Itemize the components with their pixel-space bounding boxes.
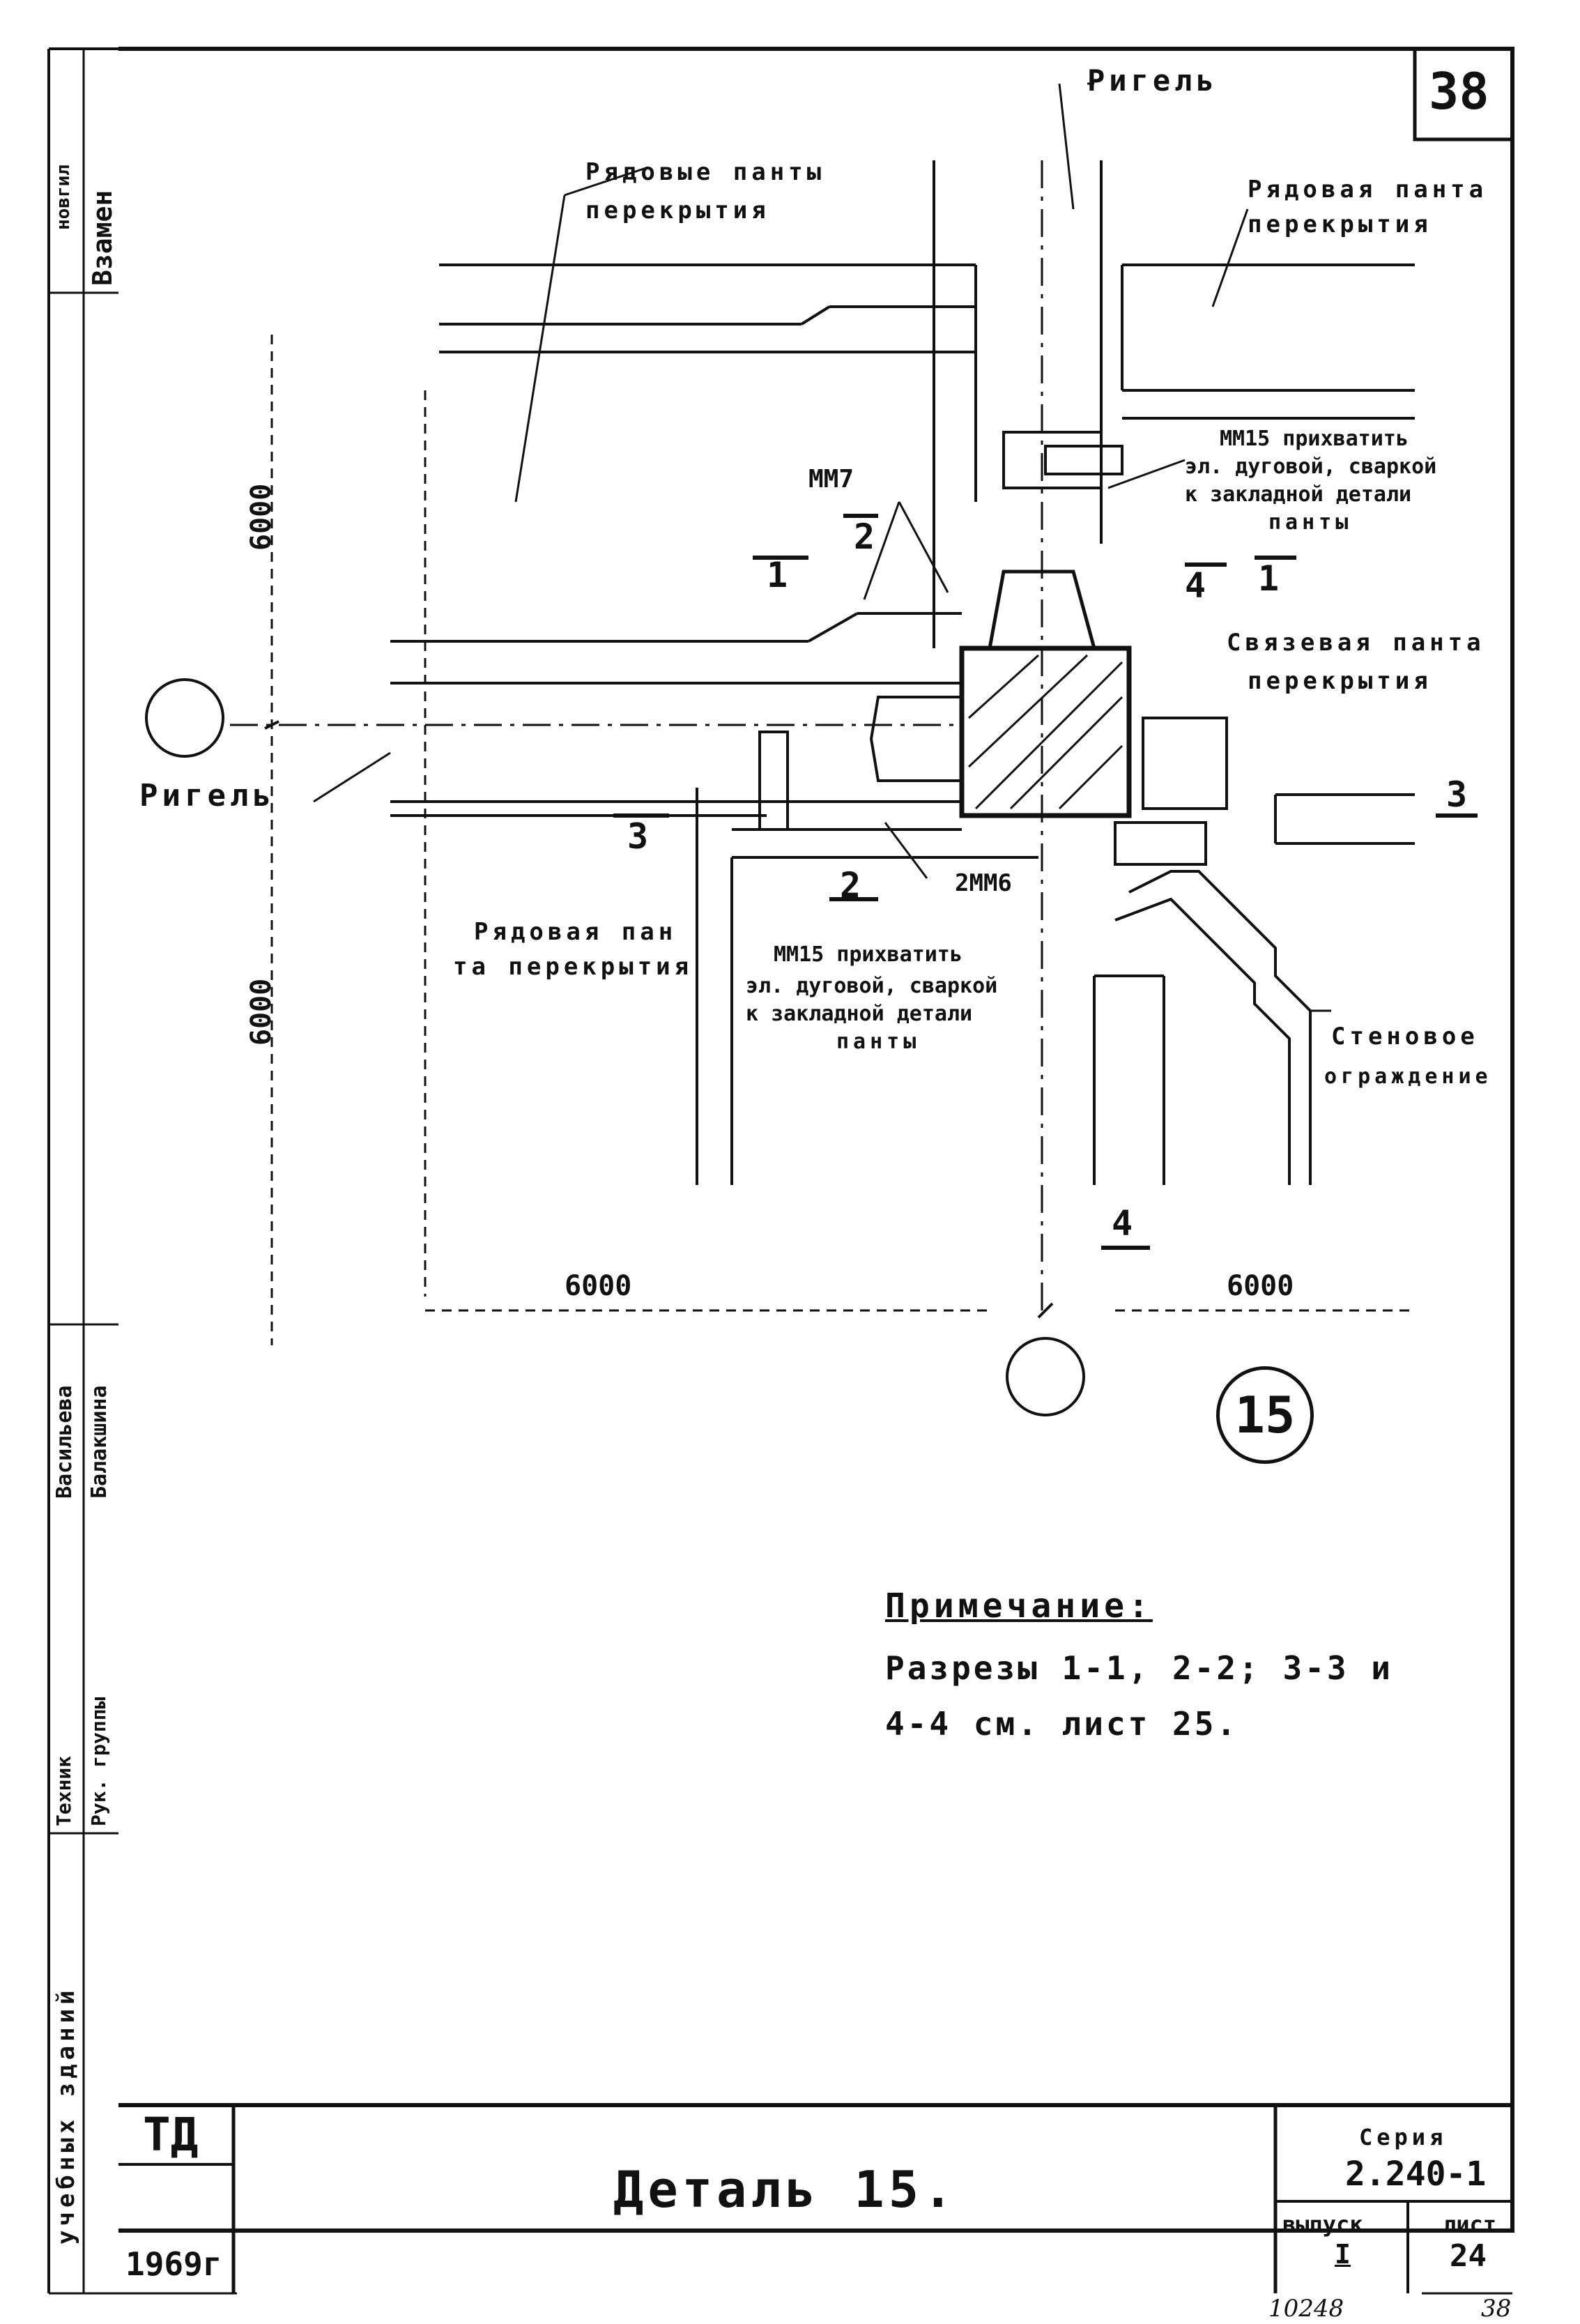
section-mark-3b: 3 [1446,774,1468,815]
label-wall-2: ограждение [1324,1064,1492,1089]
label-wall-1: Стеновое [1331,1023,1479,1050]
note-mm15-top-4: панты [1268,510,1353,535]
section-cut-marks [613,514,1478,1250]
label-tie-slab-1: Связевая панта [1227,629,1485,657]
sheet-frame [118,47,1514,2233]
section-mark-4a: 4 [1185,565,1206,606]
dim-bottom-left: 6000 [565,1270,632,1302]
label-slab-bottom-left-2: та перекрытия [453,953,693,981]
label-tie-slab-2: перекрытия [1248,667,1432,695]
section-mark-4b: 4 [1112,1203,1133,1244]
dim-bottom-right: 6000 [1227,1270,1294,1302]
strip-name-2: Васильева [52,1385,77,1499]
wall-panel [1128,870,1312,1185]
footer-inventory: 10248 [1268,2295,1344,2323]
slab-top-left [439,263,977,502]
slab-bottom-right [1093,793,1415,1185]
strip-role-1: Рук. группы [87,1697,110,1826]
label-slabs-top-left-2: перекрытия [585,197,770,224]
slab-bottom-left [696,788,1038,1185]
detail-mark: 15 [1216,1366,1314,1464]
axis-bubble-left [145,678,224,758]
section-mark-2a: 2 [854,517,875,557]
title-block-year: 1969г [125,2245,222,2283]
title-block-issue-label: выпуск [1282,2211,1363,2238]
note-mm15-top-2: эл. дуговой, сваркой [1185,454,1437,479]
title-block-issue-value: I [1335,2239,1351,2270]
note-mm15-bottom-2: эл. дуговой, сваркой [746,974,998,998]
strip-name-1: Балакшина [87,1385,112,1499]
remark-line2: 4-4 см. лист 25. [885,1705,1239,1743]
sheet-number-box [1413,49,1512,142]
remark-line1: Разрезы 1-1, 2-2; 3-3 и [885,1649,1393,1687]
section-mark-2b: 2 [840,865,861,905]
title-block-org: ТД [143,2108,199,2162]
label-slab-bottom-left-1: Рядовая пан [474,918,677,946]
label-slabs-top-left-1: Рядовые панты [585,158,826,186]
dimension-lines [270,335,1415,1345]
joint-block [959,645,1132,818]
axis-bubble-bottom [1006,1337,1085,1416]
footer-page: 38 [1481,2295,1512,2323]
note-mm15-top-3: к закладной детали [1185,482,1412,507]
slab-top-right [1121,263,1415,420]
strip-bottom-words: учебных зданий [52,1986,80,2245]
note-mm15-bottom-3: к закладной детали [746,1002,973,1026]
title-block-series-label: Серия [1359,2124,1448,2150]
rigel-horizontal [390,612,962,817]
section-mark-3a: 3 [627,816,649,857]
note-2mm6: 2ММ6 [955,869,1012,897]
label-slab-top-right-1: Рядовая панта [1248,176,1488,204]
title-block-lines [118,2103,1512,2293]
sheet-number: 38 [1429,62,1489,121]
title-block-series-value: 2.240-1 [1345,2155,1487,2194]
section-mark-1a: 1 [767,555,788,595]
note-mm7: ММ7 [808,465,854,494]
dim-left-upper: 6000 [245,483,277,551]
note-mm15-bottom-1: ММ15 прихватить [774,942,962,967]
strip-role-2: Техник [52,1755,75,1826]
rigel-vertical [933,160,1103,648]
note-mm15-bottom-4: панты [836,1030,921,1054]
label-rigel-left: Ригель [139,778,275,813]
note-mm15-top-1: ММ15 прихватить [1220,427,1409,451]
section-mark-1b: 1 [1258,558,1280,599]
axis-lines [230,160,1043,1310]
strip-top-word-2: Взамен [87,190,118,286]
strip-top-word-1: новгил [53,165,74,230]
title-block-sheet-label: лист [1443,2211,1497,2238]
detail-mark-number: 15 [1234,1386,1296,1444]
leader-lines [313,82,1331,1012]
label-rigel-top: Ригель [1087,63,1218,98]
title-block-title: Деталь 15. [613,2160,958,2219]
label-slab-top-right-2: перекрытия [1248,211,1432,238]
remark-title: Примечание: [885,1587,1153,1626]
title-block-sheet-value: 24 [1450,2238,1487,2274]
dim-left-lower: 6000 [245,978,277,1046]
